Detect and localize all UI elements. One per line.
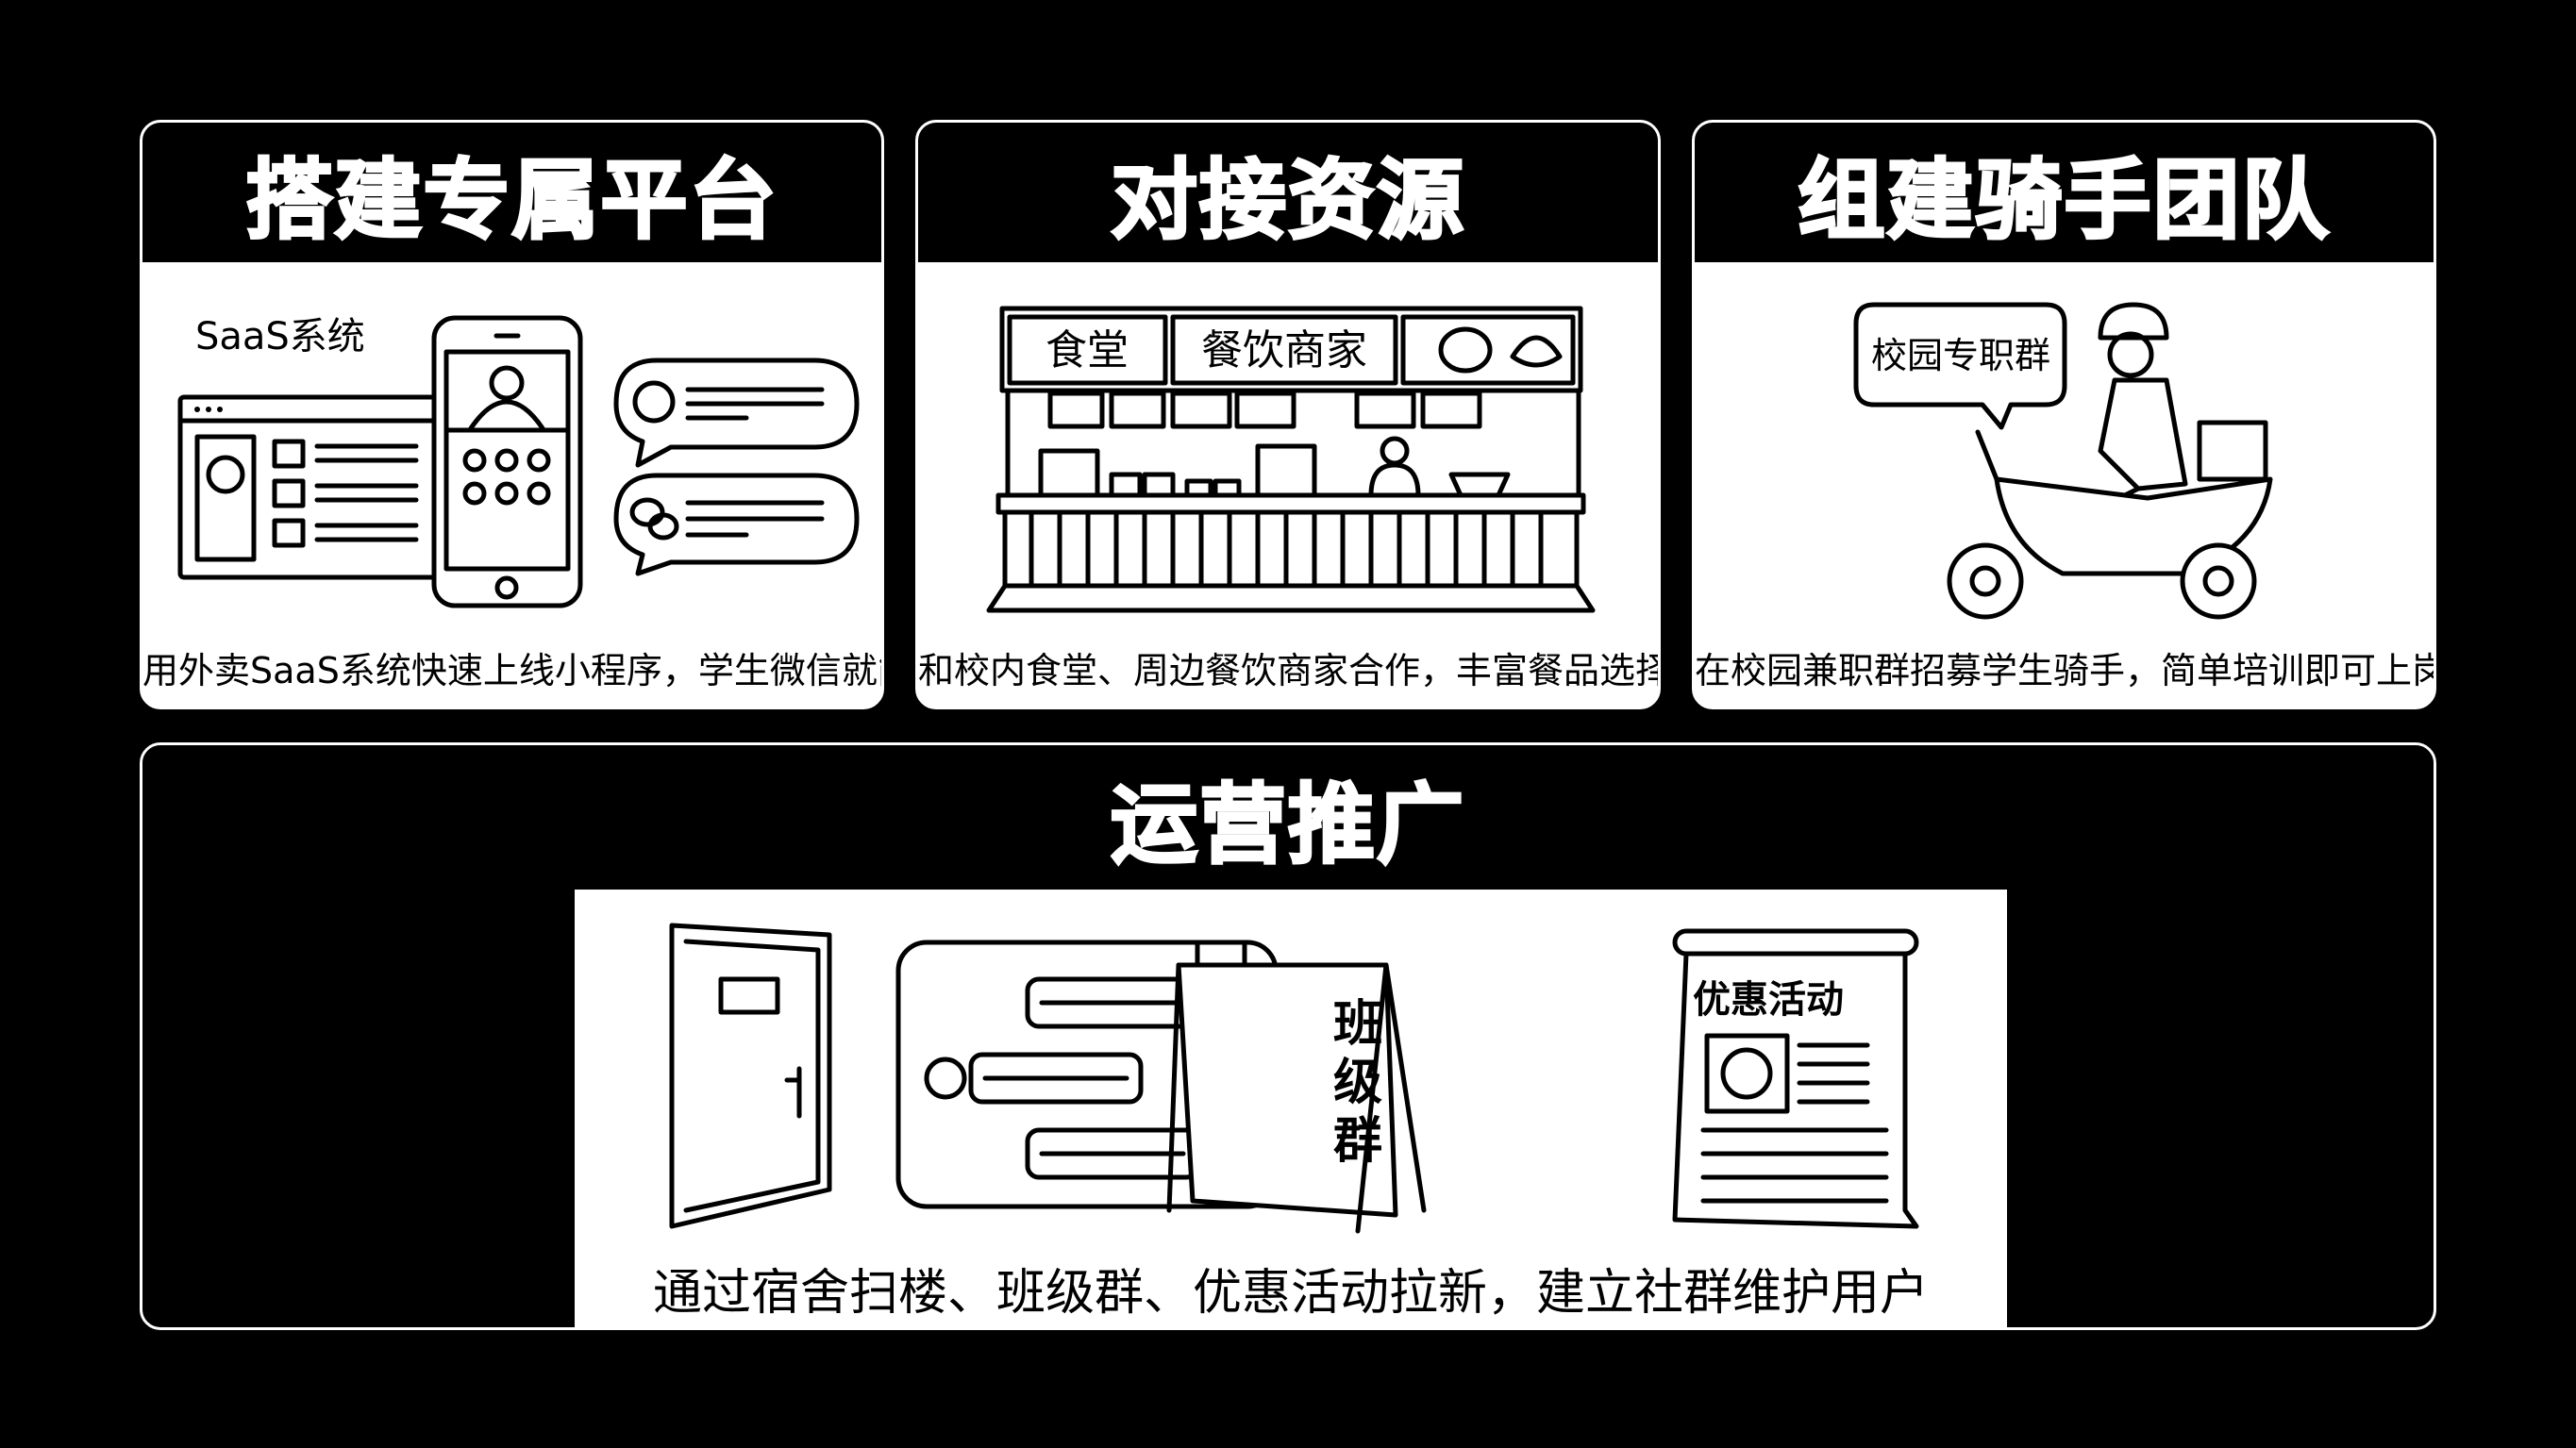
resources-card: 对接资源 食堂 餐饮商家	[915, 120, 1661, 709]
card-caption: 和校内食堂、周边餐饮商家合作，丰富餐品选择	[918, 650, 1661, 691]
stall-sign: 食堂 餐饮商家	[999, 306, 1583, 393]
card-title: 运营推广	[1109, 774, 1465, 877]
wechat-bubble-icon	[613, 473, 860, 576]
counter-items	[1038, 436, 1511, 498]
operations-illustration: 班 级 群 优惠活动	[669, 923, 1919, 1234]
promotion-poster: 优惠活动	[1672, 928, 1919, 1229]
operations-card: 运营推广 班 级	[140, 742, 2436, 1330]
sign-text-3: 群	[1333, 1113, 1382, 1170]
card-header: 对接资源	[918, 123, 1658, 262]
poster-title: 优惠活动	[1693, 978, 1844, 1022]
dumpling-icon	[1510, 335, 1563, 368]
operations-caption: 通过宿舍扫楼、班级群、优惠活动拉新，建立社群维护用户	[652, 1265, 1929, 1322]
card-caption: 在校园兼职群招募学生骑手，简单培训即可上岗	[1695, 650, 2436, 691]
operations-content: 班 级 群 优惠活动 通过宿舍扫楼、班级群、优惠活动拉新，建立社群维护用户	[575, 890, 2007, 1327]
food-bowl-icon	[1438, 326, 1493, 374]
cook-icon	[1380, 436, 1410, 466]
card-caption: 用外卖SaaS系统快速上线小程序，学生微信就能下单	[142, 650, 881, 691]
food-stall-illustration: 食堂 餐饮商家	[986, 306, 1596, 613]
bubble-text: 校园专职群	[1871, 335, 2050, 376]
saas-illustration: SaaS系统	[177, 315, 860, 608]
card-header: 运营推广	[142, 745, 2434, 890]
menu-boards	[1047, 391, 1482, 429]
browser-window-icon	[177, 394, 442, 580]
counter	[986, 492, 1596, 613]
card-title: 搭建专属平台	[244, 148, 778, 252]
canteen-sign-text: 食堂	[1045, 326, 1129, 374]
card-header: 搭建专属平台	[142, 123, 881, 262]
saas-label: SaaS系统	[195, 315, 365, 358]
sign-text-2: 级	[1333, 1055, 1382, 1111]
speech-bubble: 校园专职群	[1853, 302, 2067, 430]
dorm-door-icon	[669, 923, 832, 1229]
card-header: 组建骑手团队	[1695, 123, 2434, 262]
platform-card: 搭建专属平台 SaaS系统	[140, 120, 884, 709]
scooter-rider-icon	[1947, 302, 2273, 620]
class-group-sign: 班 级 群	[1166, 940, 1427, 1234]
card-title: 组建骑手团队	[1797, 148, 2331, 252]
merchants-sign-text: 餐饮商家	[1201, 326, 1367, 374]
phone-icon	[431, 315, 583, 608]
rider-illustration: 校园专职群	[1853, 302, 2273, 620]
card-title: 对接资源	[1109, 148, 1465, 252]
rider-team-card: 组建骑手团队 校园专职群 在校园兼职群招募学生骑手，简单培训即可上岗	[1692, 120, 2436, 709]
chat-bubble-icon	[613, 358, 860, 468]
sign-text-1: 班	[1333, 996, 1382, 1053]
